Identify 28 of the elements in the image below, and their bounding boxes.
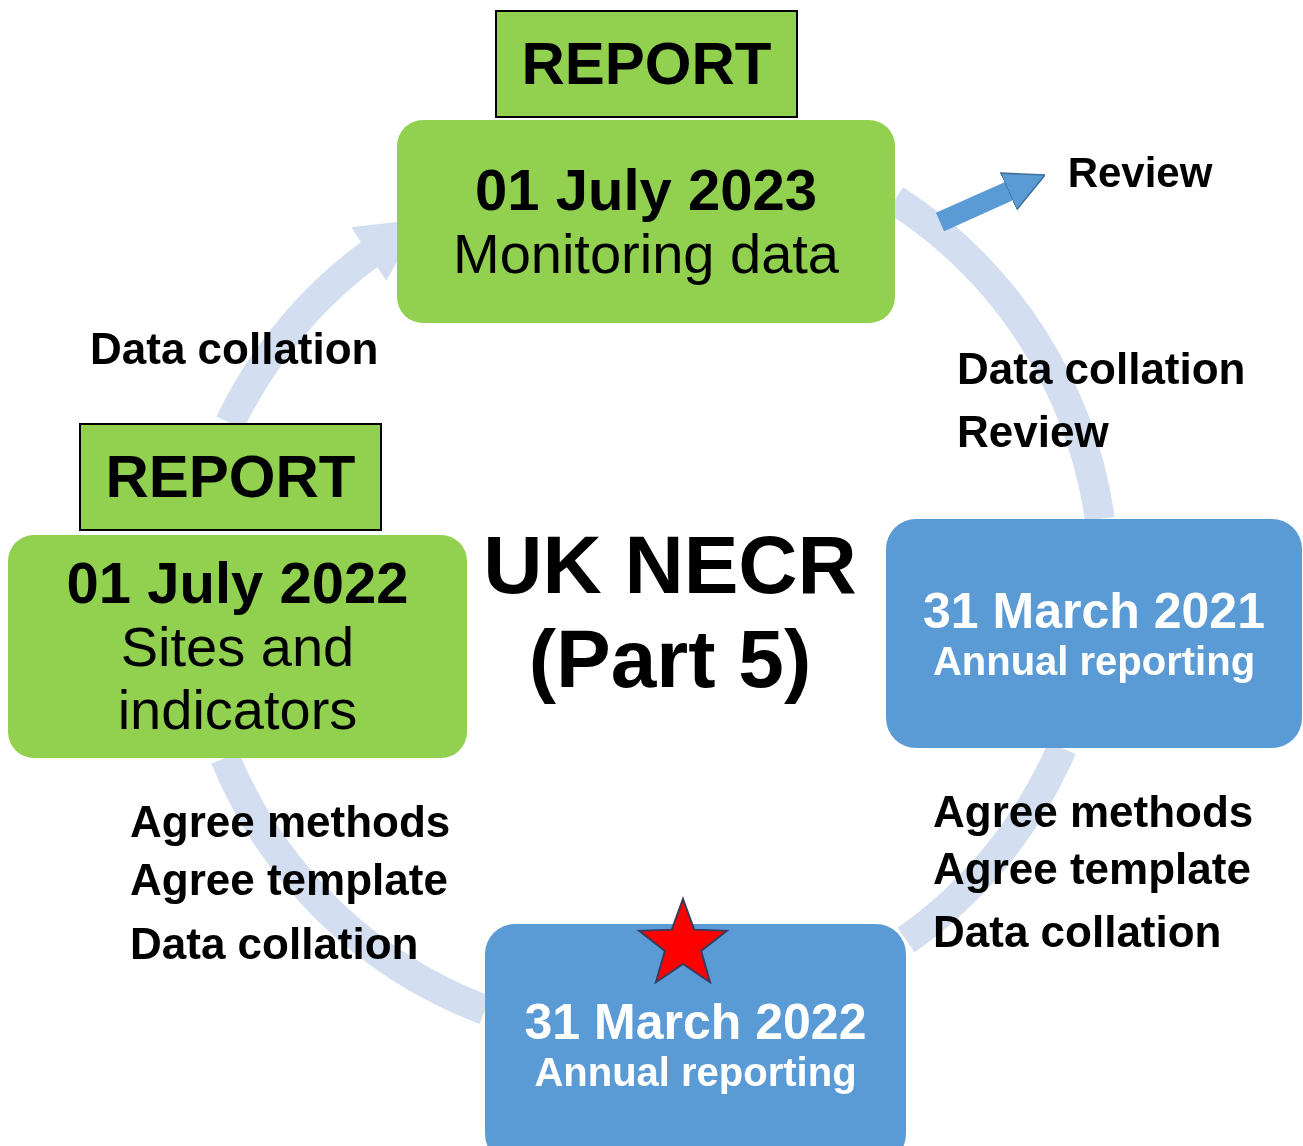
milestone-description: Sites and indicators: [116, 616, 359, 742]
phase-activity-text: Agree methods: [933, 790, 1254, 834]
phase-activity-text: Review: [957, 410, 1109, 454]
date-text: 01 July 2023: [475, 157, 817, 223]
milestone-description: Annual reporting: [534, 1049, 857, 1095]
phase-activity-text: Data collation: [90, 327, 379, 371]
report-label: REPORT: [521, 30, 772, 98]
milestone-box: [485, 924, 906, 1146]
date-text: 31 March 2021: [923, 583, 1265, 640]
milestone-description: Monitoring data: [453, 222, 839, 286]
phase-activity-text: Data collation: [957, 347, 1246, 391]
report-box: [495, 10, 798, 118]
block-arrow: [935, 172, 1046, 232]
date-text: 01 July 2022: [66, 551, 409, 617]
milestone-box: [8, 535, 467, 758]
review-text: Review: [1067, 149, 1213, 197]
milestone-description: Annual reporting: [932, 639, 1256, 684]
date-text: 31 March 2022: [524, 993, 867, 1050]
phase-activity-text: Agree methods: [130, 800, 451, 844]
milestone-box: [397, 120, 895, 323]
phase-activity-text: Agree template: [933, 847, 1251, 891]
diagram-title: UK NECR (Part 5): [482, 518, 858, 707]
phase-activity-text: Data collation: [130, 922, 419, 966]
phase-activity-text: Agree template: [130, 858, 448, 902]
report-label: REPORT: [105, 443, 356, 511]
report-box: [79, 423, 382, 531]
milestone-box: [886, 519, 1302, 748]
phase-activity-text: Data collation: [933, 910, 1222, 954]
